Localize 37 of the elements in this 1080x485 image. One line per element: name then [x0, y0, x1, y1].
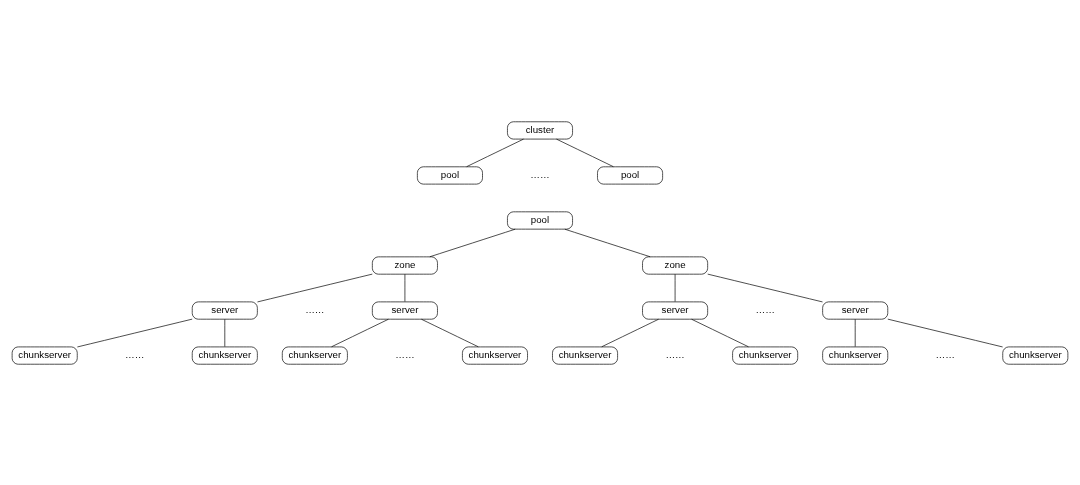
connector [466, 138, 524, 167]
connector [77, 318, 193, 347]
node-box: server [191, 301, 258, 320]
connector [564, 228, 651, 257]
connector [691, 318, 749, 347]
connector [707, 273, 823, 302]
node-box: chunkserver [822, 346, 889, 365]
node-box: chunkserver [281, 346, 348, 365]
node-box: server [822, 301, 889, 320]
connector [421, 318, 479, 347]
node-box: chunkserver [11, 346, 78, 365]
node-box: chunkserver [191, 346, 258, 365]
node-box: zone [372, 256, 438, 274]
node-box: pool [597, 165, 663, 184]
connector [601, 318, 659, 347]
connector [887, 318, 1003, 347]
label: …… [530, 168, 550, 180]
node-box: chunkserver [462, 346, 528, 365]
label: …… [755, 303, 775, 315]
label: …… [665, 348, 685, 360]
node-box: chunkserver [552, 346, 618, 365]
node-box: server [642, 301, 708, 320]
node-box: server [372, 301, 438, 320]
node-box: chunkserver [732, 346, 799, 365]
node-box: zone [642, 256, 708, 274]
connector [257, 273, 373, 302]
connector [556, 138, 614, 167]
node-box: chunkserver [1002, 346, 1069, 365]
node-box: cluster [507, 120, 573, 139]
label: …… [395, 348, 415, 360]
label: …… [935, 348, 955, 360]
connector [429, 228, 516, 257]
connector [331, 318, 389, 347]
node-box: pool [417, 165, 483, 184]
node-box: pool [507, 211, 573, 229]
label: …… [125, 348, 145, 360]
label: …… [305, 303, 325, 315]
